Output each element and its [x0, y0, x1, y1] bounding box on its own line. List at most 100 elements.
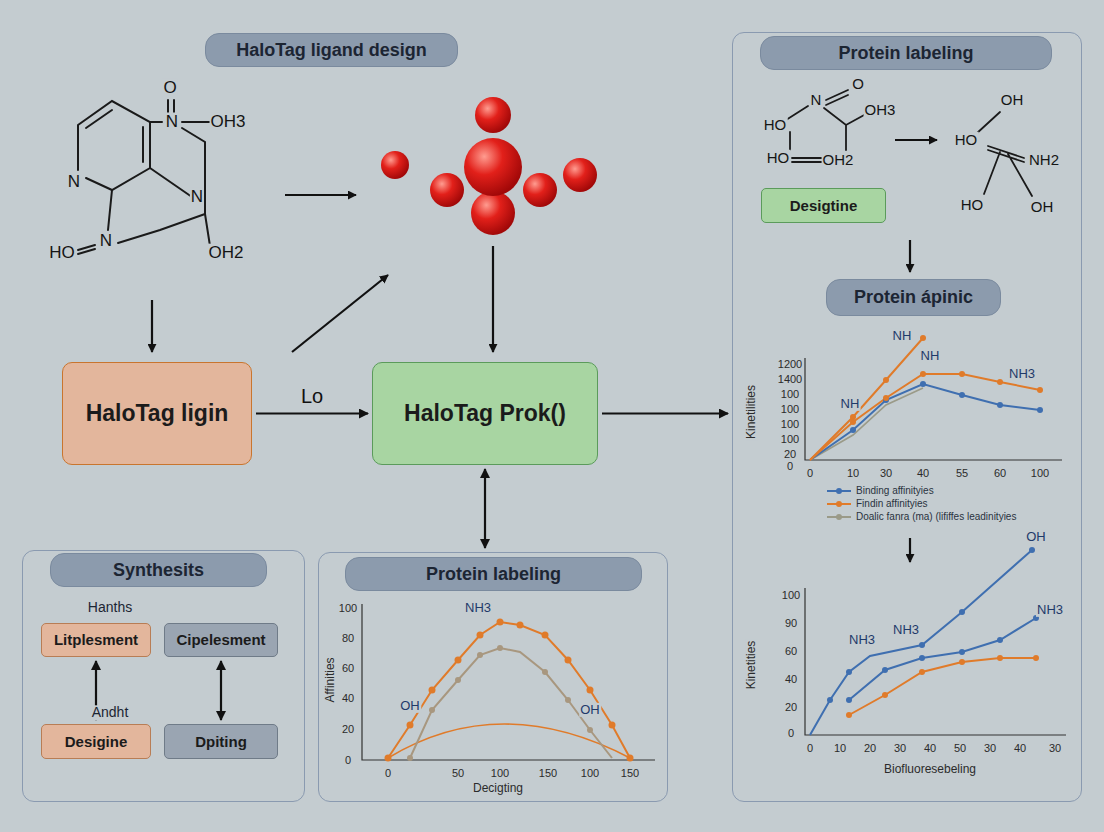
kinetics-chart — [920, 381, 926, 387]
kinetics-chart — [883, 395, 889, 401]
atom-label: O — [162, 79, 177, 98]
process-box: HaloTag ligin — [62, 362, 252, 465]
atom-label: HO — [766, 150, 791, 167]
node-label: Cipelesment — [176, 631, 265, 648]
atom-label: HO — [48, 244, 76, 263]
atom-label: OH — [1000, 92, 1025, 109]
flow-arrow — [484, 469, 486, 548]
affinity-chart — [497, 645, 503, 651]
panel-heading: Protein labeling — [760, 36, 1052, 70]
affinity-chart — [429, 687, 436, 694]
tick-label: 55 — [955, 467, 969, 479]
atom-label: N — [810, 92, 823, 109]
atom-label: OH — [1030, 199, 1055, 216]
molecule-structure — [786, 90, 1032, 196]
affinity-chart — [587, 727, 593, 733]
kinetics-chart — [827, 697, 833, 703]
molecule-spheres — [523, 173, 557, 207]
affinity-chart — [455, 677, 461, 683]
kinetics-chart — [846, 669, 852, 675]
tick-label: 60 — [341, 662, 355, 674]
legend-text: Binding affinityies — [856, 485, 934, 496]
legend-sample — [826, 512, 852, 522]
kinetics-chart — [846, 697, 852, 703]
kinetics-chart — [850, 381, 1043, 433]
tick-label: 20 — [784, 701, 798, 713]
curve-label: OH — [1025, 530, 1047, 544]
tick-label: 20 — [863, 742, 877, 754]
tick-label: 100 — [580, 767, 600, 779]
step-box: Litplesment — [41, 623, 151, 657]
curve-label: OH — [579, 703, 601, 717]
affinity-chart — [362, 604, 655, 760]
tick-label: 30 — [879, 467, 893, 479]
affinity-chart — [565, 697, 571, 703]
flow-arrow — [492, 246, 494, 352]
kinetics-chart — [882, 667, 888, 673]
atom-label: NH2 — [1028, 152, 1060, 169]
atom-label: O — [851, 76, 865, 93]
node-label: Desigtine — [790, 197, 858, 214]
tick-label: 60 — [993, 467, 1007, 479]
tick-label: 20 — [341, 723, 355, 735]
tick-label: 40 — [1013, 742, 1027, 754]
tick-label: 0 — [806, 467, 814, 479]
step-box: Desigtine — [761, 188, 886, 223]
legend-row: Binding affinityies — [826, 484, 1078, 497]
tick-label: 100 — [780, 433, 800, 445]
kinetics-chart — [827, 547, 1039, 703]
molecule-structure — [118, 122, 205, 243]
kinetics-chart — [919, 642, 925, 648]
affinity-chart — [497, 619, 504, 626]
kinetics-chart — [849, 618, 1036, 700]
tick-label: 50 — [451, 767, 465, 779]
tick-label: 100 — [338, 602, 358, 614]
kinetics-chart — [810, 374, 1040, 460]
tick-label: 100 — [780, 418, 800, 430]
flow-arrow — [292, 275, 388, 352]
affinity-chart — [565, 657, 572, 664]
tick-label: 100 — [780, 388, 800, 400]
tick-label: 150 — [620, 767, 640, 779]
kinetics-chart — [959, 392, 965, 398]
kinetics-chart — [810, 338, 923, 460]
tick-label: 0 — [787, 727, 795, 739]
title-pill: HaloTag ligand design — [205, 33, 458, 67]
kinetics-chart — [1037, 387, 1043, 393]
chart-panel: Protein labeling — [318, 552, 668, 802]
tick-label: 60 — [784, 645, 798, 657]
molecule-spheres — [475, 97, 511, 133]
kinetics-chart — [997, 402, 1003, 408]
step-box: Dpiting — [164, 724, 278, 759]
flow-arrow — [909, 538, 911, 562]
atom-label: OH2 — [208, 244, 245, 263]
kinetics-chart — [805, 335, 1062, 460]
node-label: Litplesment — [54, 631, 138, 648]
legend-row: Doalic fanra (ma) (lififfes leadinityies — [826, 510, 1078, 523]
kinetics-chart — [805, 547, 1066, 735]
curve-label: NH3 — [848, 633, 876, 647]
atom-label: N — [190, 188, 204, 207]
group-label: Andht — [91, 705, 130, 720]
affinity-chart — [385, 755, 392, 762]
kinetics-chart — [920, 335, 926, 341]
kinetics-chart — [810, 384, 1040, 460]
tick-label: 1200 — [777, 358, 803, 370]
flow-arrow — [151, 300, 153, 352]
kinetics-chart — [850, 427, 856, 433]
kinetics-chart — [919, 655, 925, 661]
affinity-chart — [388, 622, 630, 758]
curve-label: NH3 — [1036, 603, 1064, 617]
kinetics-chart — [997, 379, 1003, 385]
affinity-chart — [477, 652, 483, 658]
tick-label: 1400 — [777, 373, 803, 385]
affinity-chart — [609, 722, 616, 729]
curve-label: NH3 — [892, 623, 920, 637]
tick-label: 10 — [846, 467, 860, 479]
tick-label: 0 — [344, 754, 352, 766]
tick-label: 40 — [784, 673, 798, 685]
legend-text: Doalic fanra (ma) (lififfes leadinityies — [856, 511, 1016, 522]
affinity-chart — [542, 669, 548, 675]
node-label: HaloTag ligin — [86, 400, 229, 426]
group-label: Hanths — [87, 600, 133, 615]
